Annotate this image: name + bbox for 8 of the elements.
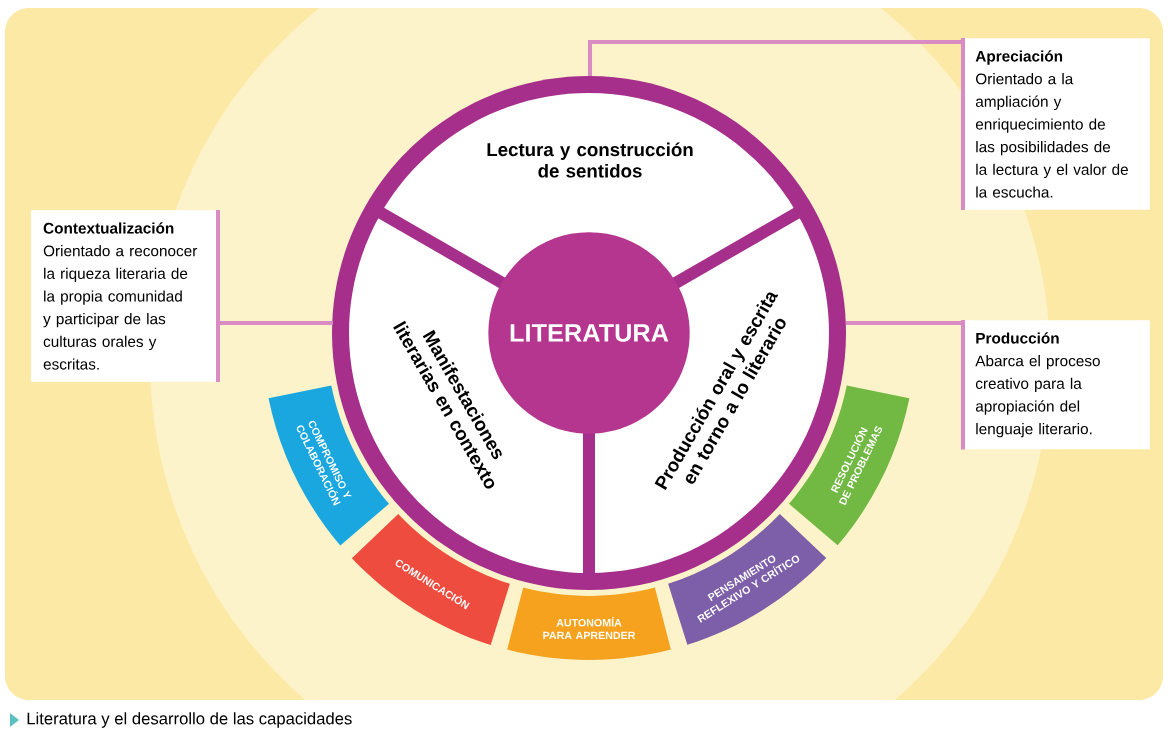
leader-line [588,40,963,76]
caption: Literatura y el desarrollo de las capacidades [27,712,352,728]
leader-line [846,321,963,325]
text-box: Apreciación Orientado a la ampliación y enriquecimiento de las posibilidades de la lectura y el valor de la escucha. [961,38,1150,210]
leader-line [218,321,333,325]
band: AUTONOMÍA PARA APRENDER [507,587,671,660]
text-box: Contextualización Orientado a reconocer la riqueza literaria de la propia comunidad y participar de las culturas orales y escritas. [31,210,220,382]
text-box: Producción Abarca el proceso creativo para la apropiación del lenguaje literario. [961,320,1150,450]
